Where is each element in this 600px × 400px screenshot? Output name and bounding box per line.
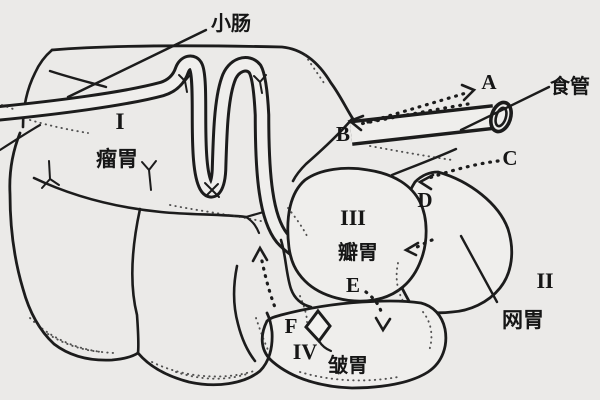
label-esophagus: 食管 [550, 74, 590, 98]
left-edge-wedge-line [0, 123, 42, 152]
stipple-under-entry [29, 119, 89, 134]
tick-marks [41, 73, 267, 198]
label-omasum: 瓣胃 [338, 240, 378, 264]
label-marker-f: F [285, 314, 298, 338]
tick-loop-y1 [178, 73, 192, 93]
label-marker-c: C [502, 146, 517, 170]
label-marker-a: A [481, 70, 497, 94]
esophagus-pointer-line [459, 85, 551, 132]
small-intestine-pointer-line [66, 28, 208, 99]
rumen-bottom-lobe-edge [136, 311, 274, 387]
tick-loop-x [204, 182, 220, 198]
label-rumen: 瘤胃 [96, 147, 138, 171]
arrow-a-head [460, 83, 477, 102]
neck-wavy-edge [279, 238, 313, 309]
rumen-lobe-divider [131, 207, 142, 355]
omasum-abomasum-junction [279, 238, 333, 353]
tick-mid-y [141, 160, 157, 191]
stipple-mid-lobe [151, 361, 255, 378]
stipple-boundary [169, 204, 266, 223]
tick-left-t [41, 160, 60, 189]
stipple-left-lobe-2 [47, 333, 104, 353]
label-abomasum: 皱胃 [327, 353, 368, 377]
label-omasum-numeral: III [340, 205, 366, 230]
rumen-right-edge-lower [232, 264, 257, 363]
arrow-c-head [417, 173, 435, 191]
labels: 小肠 食管 I 瘤胃 II 网胃 III 瓣胃 IV 皱胃 A B C D E … [96, 11, 590, 377]
label-abomasum-numeral: IV [293, 339, 318, 364]
arrow-f-head [251, 245, 269, 263]
stipple-abomasum-right [422, 311, 433, 352]
stipple-loop-exit [287, 207, 308, 237]
flow-arrows [251, 83, 500, 333]
stipple-near-f [255, 317, 269, 351]
rumen-internal-boundary [32, 176, 248, 219]
label-reticulum: 网胃 [502, 308, 544, 332]
tick-loop-y2 [253, 74, 267, 94]
rumen-top-edge [50, 44, 355, 121]
arrow-c2-head [403, 241, 420, 257]
arrow-c2-path [411, 238, 434, 251]
label-marker-b: B [336, 122, 350, 146]
small-intestine-loop [0, 54, 312, 265]
omasum-outline [286, 166, 428, 303]
arrow-e-path [364, 290, 384, 318]
arrow-f-path [260, 259, 278, 312]
stipple-shading [1, 54, 453, 382]
below-diamond-line [317, 339, 333, 353]
reticulum-pointer-line [459, 234, 499, 304]
arrow-b-head [347, 114, 365, 132]
arrow-c-path [427, 159, 500, 180]
label-rumen-numeral: I [116, 109, 125, 134]
intestine-tube-lumen [0, 57, 310, 262]
stipple-under-esophagus [369, 145, 453, 161]
label-marker-e: E [346, 273, 360, 297]
label-reticulum-numeral: II [536, 268, 553, 293]
omasum-esophagus-boundary [390, 147, 458, 177]
arrow-e-head [374, 316, 392, 333]
arrow-b-path [358, 102, 470, 126]
rumen-left-lobe-edge [8, 131, 140, 362]
label-marker-d: D [417, 188, 432, 212]
rumen-top-left-inner-fold [48, 69, 108, 89]
stipple-abomasum-bottom [299, 371, 399, 382]
esophagus-lumen [349, 107, 496, 143]
stipple-mid-lobe-2 [175, 371, 248, 380]
label-small-intestine: 小肠 [211, 11, 251, 35]
arrow-a-path [366, 91, 468, 124]
rumen-right-edge-upper [291, 117, 354, 183]
